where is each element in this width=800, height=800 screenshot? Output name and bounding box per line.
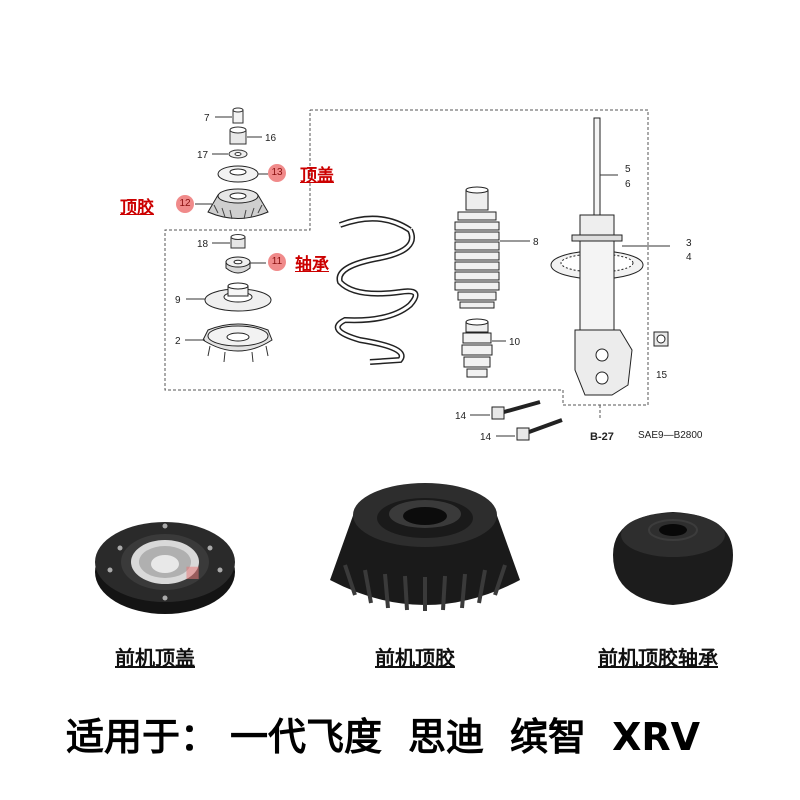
caption-bearing: 前机顶胶轴承 (598, 646, 718, 670)
applicable-models-line: 适用于：一代飞度思迪缤智 XRV (66, 706, 700, 761)
part-number-2: 2 (175, 336, 181, 347)
coil-spring-inner (336, 217, 418, 364)
part-8-dust-boot (454, 186, 530, 309)
part-number-17: 17 (197, 150, 209, 161)
part-number-18: 18 (197, 239, 209, 250)
part-17-washer (212, 149, 248, 159)
badge-12: 12 (176, 195, 194, 213)
part-18-nut (212, 234, 246, 249)
product-photo-top-rubber (330, 483, 520, 611)
part-5-6-piston-rod (593, 117, 618, 229)
part-number-15: 15 (656, 370, 668, 381)
model-fit: 一代飞度 (230, 715, 383, 759)
product-photo-top-cover (95, 522, 235, 614)
badge-13: 13 (268, 164, 286, 182)
part-7-bushing (215, 107, 244, 124)
section-ref-b27: B-27 (590, 431, 614, 443)
part-13-top-cover (217, 165, 268, 183)
part-number-9: 9 (175, 295, 181, 306)
caption-top-cover: 前机顶盖 (115, 646, 195, 670)
part-number-5: 5 (625, 164, 631, 175)
part-number-7: 7 (204, 113, 210, 124)
part-11-bearing (225, 256, 266, 274)
part-number-14b: 14 (480, 432, 492, 443)
part-12-top-rubber (195, 188, 269, 220)
part-number-3: 3 (686, 238, 692, 249)
part-number-16: 16 (265, 133, 277, 144)
label-top-cover: 顶盖 (300, 166, 334, 186)
model-xrv: XRV (612, 715, 701, 759)
part-2-upper-mount (185, 323, 273, 363)
label-top-rubber: 顶胶 (120, 198, 154, 218)
applicable-prefix: 适用于： (66, 715, 219, 759)
part-9-spring-seat (186, 282, 272, 312)
part-16-collar (229, 126, 262, 145)
part-10-bump-stop (461, 318, 506, 378)
label-bearing: 轴承 (295, 255, 329, 275)
part-number-8: 8 (533, 237, 539, 248)
model-city: 思迪 (408, 715, 485, 759)
model-vezel: 缤智 (510, 715, 587, 759)
badge-11: 11 (268, 253, 286, 271)
part-number-4: 4 (686, 252, 692, 263)
part-3-4-strut-body (550, 214, 670, 396)
part-14-bolts (470, 400, 563, 441)
part-number-14a: 14 (455, 411, 467, 422)
part-number-6: 6 (625, 179, 631, 190)
diagram-ref-code: SAE9—B2800 (638, 430, 703, 441)
caption-top-rubber: 前机顶胶 (375, 646, 455, 670)
watermark: ■ (185, 562, 201, 581)
diagram-frame-lines (164, 109, 649, 420)
part-15-nut (653, 331, 669, 347)
product-photo-bearing (613, 512, 733, 605)
part-number-10: 10 (509, 337, 521, 348)
exploded-parts-diagram: 7 16 17 18 9 2 5 6 8 3 4 10 15 14 14 B-2… (164, 107, 703, 443)
